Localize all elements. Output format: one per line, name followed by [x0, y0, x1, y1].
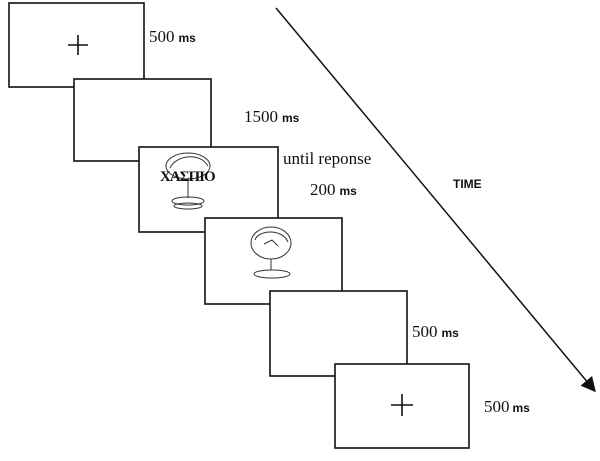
- line-drawing-icon: [165, 152, 211, 210]
- time-label: TIME: [453, 177, 482, 191]
- frame-fixation-2: [334, 363, 470, 449]
- fixation-cross-icon: [68, 35, 88, 55]
- prime-word: ΧΑΣΠΙΟ: [160, 169, 215, 185]
- fixation-cross-icon: [391, 394, 413, 416]
- frame-target: [204, 217, 343, 305]
- duration-label-3: until reponse: [283, 149, 371, 168]
- line-drawing-icon: [250, 226, 292, 279]
- frame-fixation-1: [8, 2, 145, 88]
- time-arrow-icon: [275, 7, 596, 393]
